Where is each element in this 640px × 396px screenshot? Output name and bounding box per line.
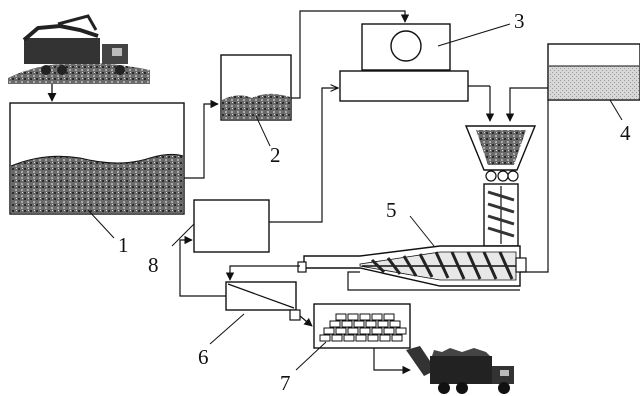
return-line bbox=[347, 271, 520, 291]
flow-arrow bbox=[291, 10, 410, 99]
return-line bbox=[520, 100, 549, 273]
flow-arrow bbox=[505, 87, 548, 122]
flow-arrow bbox=[179, 235, 226, 297]
stacked-product-7 bbox=[313, 303, 411, 349]
flow-arrow bbox=[225, 265, 300, 281]
leader-lines bbox=[87, 23, 623, 371]
label-7: 7 bbox=[280, 371, 291, 395]
storage-pile-1 bbox=[9, 102, 185, 215]
log-loader-truck-icon bbox=[8, 14, 150, 84]
liquid-tank-4 bbox=[547, 43, 640, 101]
label-3: 3 bbox=[514, 9, 525, 33]
label-2: 2 bbox=[270, 143, 281, 167]
hopper-2 bbox=[220, 54, 292, 121]
dump-truck-icon bbox=[406, 346, 514, 394]
flow-arrow bbox=[184, 99, 219, 179]
flow-arrow bbox=[299, 315, 313, 327]
label-8: 8 bbox=[148, 253, 159, 277]
label-5: 5 bbox=[386, 198, 397, 222]
control-box-8 bbox=[193, 199, 270, 253]
screw-conveyor-5 bbox=[297, 245, 527, 287]
label-4: 4 bbox=[620, 121, 631, 145]
label-1: 1 bbox=[118, 233, 129, 257]
flow-arrow bbox=[269, 88, 338, 223]
drum-unit-3 bbox=[339, 23, 469, 102]
feed-hopper bbox=[464, 125, 537, 247]
flow-arrow bbox=[373, 348, 411, 375]
separator-6 bbox=[225, 281, 301, 321]
label-6: 6 bbox=[198, 345, 209, 369]
